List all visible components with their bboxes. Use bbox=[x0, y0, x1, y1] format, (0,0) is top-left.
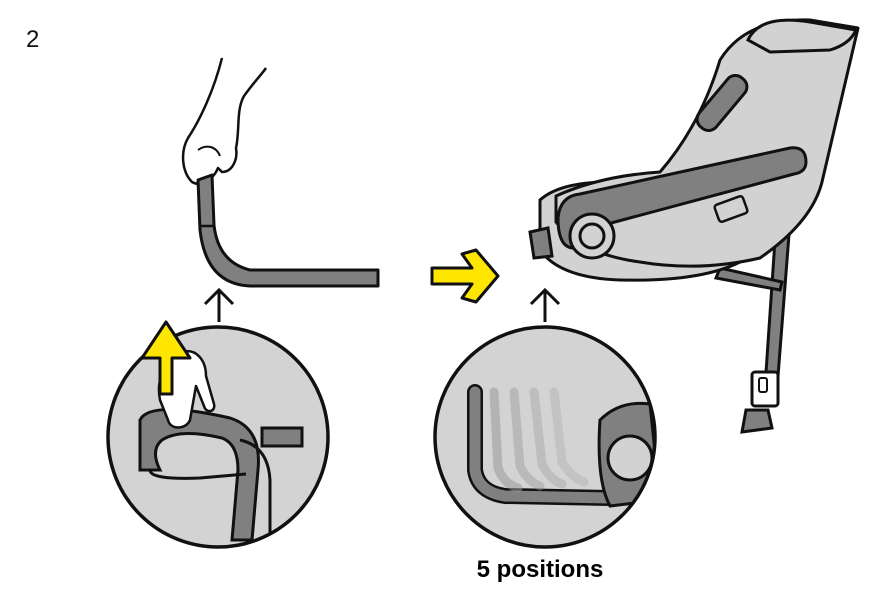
hand-pulling-icon bbox=[181, 57, 268, 185]
positions-caption: 5 positions bbox=[476, 556, 604, 583]
headrest-bar bbox=[196, 173, 380, 288]
step-number: 2 bbox=[26, 26, 40, 53]
bar-positions bbox=[467, 384, 618, 506]
pointer-up-icon-right bbox=[529, 287, 561, 322]
zoom-circle-left bbox=[106, 325, 330, 549]
headrest bbox=[746, 18, 859, 54]
zoom-circle-right bbox=[433, 325, 657, 549]
car-seat bbox=[528, 18, 860, 434]
pointer-up-icon-left bbox=[203, 287, 235, 322]
carry-bar bbox=[556, 146, 808, 250]
up-arrow-icon bbox=[140, 320, 192, 396]
right-arrow-icon bbox=[430, 248, 500, 304]
